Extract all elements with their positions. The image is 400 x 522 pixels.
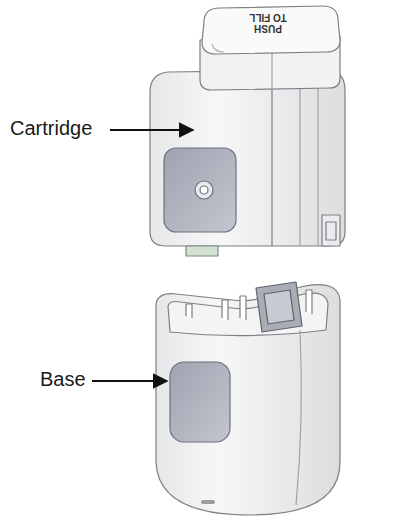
- leader-arrow: [92, 380, 167, 382]
- part-label: Cartridge: [10, 117, 92, 140]
- base-drawing: [156, 282, 340, 515]
- leader-arrow: [110, 129, 193, 131]
- embossed-text: PUSH TO FILL: [246, 12, 290, 34]
- part-label: Base: [40, 368, 86, 391]
